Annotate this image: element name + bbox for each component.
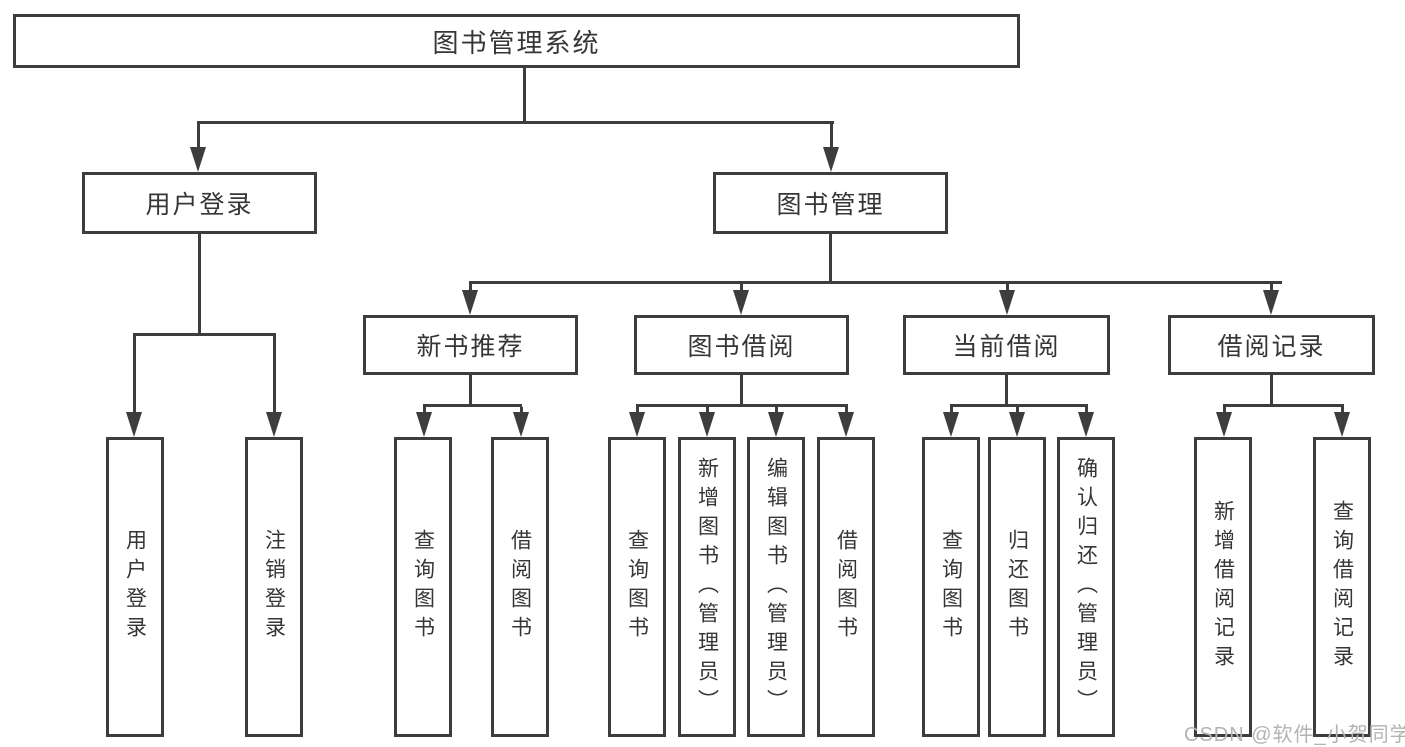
arrowhead-down-icon	[266, 412, 282, 437]
leaf-current-query-book: 查询图书	[922, 437, 980, 737]
connector-line	[636, 407, 639, 415]
node-current-borrow: 当前借阅	[903, 315, 1110, 375]
connector-line	[1005, 375, 1008, 407]
connector-line	[706, 407, 709, 415]
connector-line	[1016, 407, 1019, 415]
connector-line	[636, 404, 848, 407]
connector-line	[423, 404, 522, 407]
connector-line	[520, 407, 523, 415]
connector-line	[740, 375, 743, 407]
connector-line	[1270, 284, 1273, 293]
leaf-borrow-add-book-admin: 新增图书（管理员）	[678, 437, 736, 737]
csdn-watermark: CSDN @软件_小贺同学	[1184, 724, 1405, 746]
arrowhead-down-icon	[190, 147, 206, 172]
connector-line	[1223, 404, 1344, 407]
arrowhead-down-icon	[823, 147, 839, 172]
arrowhead-down-icon	[838, 412, 854, 437]
leaf-logout: 注销登录	[245, 437, 303, 737]
arrowhead-down-icon	[629, 412, 645, 437]
arrowhead-down-icon	[1334, 412, 1350, 437]
connector-line	[775, 407, 778, 415]
leaf-user-login: 用户登录	[106, 437, 164, 737]
connector-line	[1085, 407, 1088, 415]
connector-line	[950, 407, 953, 415]
connector-line	[198, 234, 201, 336]
arrowhead-down-icon	[126, 412, 142, 437]
connector-line	[273, 336, 276, 414]
connector-line	[133, 336, 136, 414]
leaf-current-return-book: 归还图书	[988, 437, 1046, 737]
connector-line	[740, 284, 743, 293]
leaf-record-add: 新增借阅记录	[1194, 437, 1252, 737]
connector-line	[469, 284, 472, 293]
arrowhead-down-icon	[1009, 412, 1025, 437]
connector-line	[523, 68, 526, 124]
leaf-label: 注销登录	[262, 529, 286, 645]
connector-line	[197, 121, 834, 124]
node-new-book-recommend: 新书推荐	[363, 315, 578, 375]
leaf-label: 归还图书	[1005, 529, 1029, 645]
leaf-label: 确认归还（管理员）	[1074, 456, 1098, 718]
node-borrow-record: 借阅记录	[1168, 315, 1375, 375]
leaf-recommend-borrow-book: 借阅图书	[491, 437, 549, 737]
arrowhead-down-icon	[1078, 412, 1094, 437]
leaf-record-query: 查询借阅记录	[1313, 437, 1371, 737]
leaf-label: 新增图书（管理员）	[695, 456, 719, 718]
leaf-borrow-edit-book-admin: 编辑图书（管理员）	[747, 437, 805, 737]
leaf-label: 新增借阅记录	[1211, 500, 1235, 674]
connector-line	[830, 124, 833, 149]
connector-line	[423, 407, 426, 415]
connector-line	[1341, 407, 1344, 415]
connector-line	[950, 404, 1088, 407]
arrowhead-down-icon	[943, 412, 959, 437]
arrowhead-down-icon	[1263, 290, 1279, 315]
connector-line	[829, 234, 832, 284]
arrowhead-down-icon	[733, 290, 749, 315]
connector-line	[1006, 284, 1009, 293]
leaf-label: 借阅图书	[508, 529, 532, 645]
arrowhead-down-icon	[768, 412, 784, 437]
leaf-current-confirm-return-admin: 确认归还（管理员）	[1057, 437, 1115, 737]
leaf-label: 查询图书	[939, 529, 963, 645]
arrowhead-down-icon	[699, 412, 715, 437]
leaf-borrow-borrow-book: 借阅图书	[817, 437, 875, 737]
arrowhead-down-icon	[513, 412, 529, 437]
leaf-label: 查询图书	[411, 529, 435, 645]
connector-line	[469, 281, 1282, 284]
connector-line	[845, 407, 848, 415]
leaf-label: 查询图书	[625, 529, 649, 645]
connector-line	[1270, 375, 1273, 407]
leaf-borrow-query-book: 查询图书	[608, 437, 666, 737]
leaf-label: 借阅图书	[834, 529, 858, 645]
connector-line	[469, 375, 472, 407]
leaf-label: 查询借阅记录	[1330, 500, 1354, 674]
leaf-recommend-query-book: 查询图书	[394, 437, 452, 737]
node-book-borrow: 图书借阅	[634, 315, 849, 375]
connector-line	[1223, 407, 1226, 415]
arrowhead-down-icon	[999, 290, 1015, 315]
node-library-management-system: 图书管理系统	[13, 14, 1020, 68]
arrowhead-down-icon	[416, 412, 432, 437]
leaf-label: 用户登录	[123, 529, 147, 645]
arrowhead-down-icon	[1216, 412, 1232, 437]
node-book-management: 图书管理	[713, 172, 948, 234]
connector-line	[197, 124, 200, 149]
node-user-login: 用户登录	[82, 172, 317, 234]
connector-line	[133, 333, 276, 336]
leaf-label: 编辑图书（管理员）	[764, 456, 788, 718]
arrowhead-down-icon	[462, 290, 478, 315]
